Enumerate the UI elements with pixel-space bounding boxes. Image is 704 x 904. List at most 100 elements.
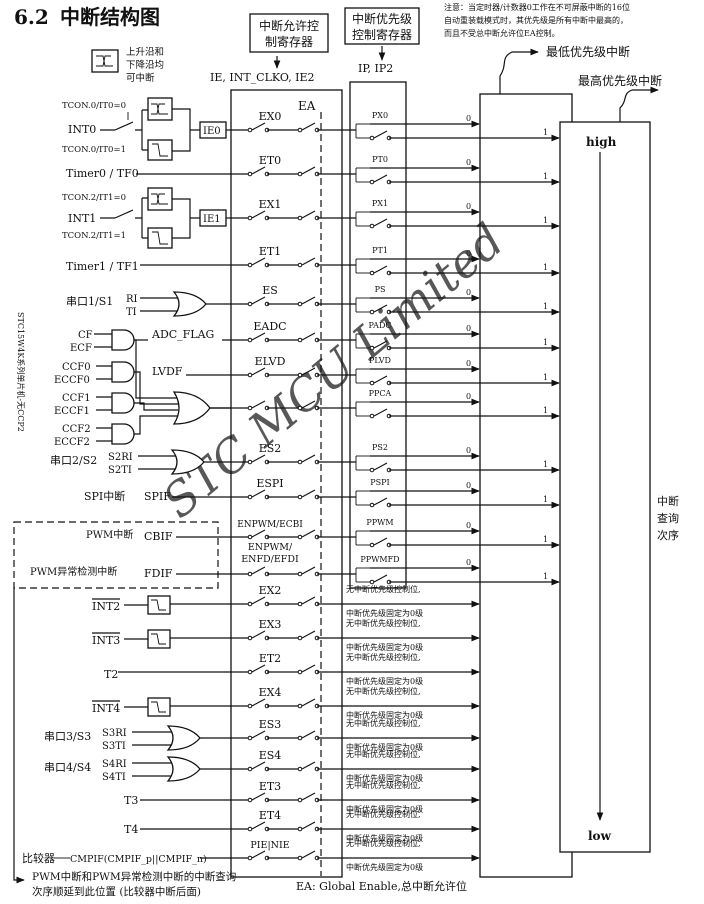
- priority-switch: [373, 130, 388, 139]
- enable-register-title: 中断允许控: [259, 18, 319, 33]
- enable-bit-label: EADC: [253, 320, 286, 333]
- fixed-priority-note: 无中断优先级控制位,: [346, 652, 421, 662]
- bit-zero-label: 0: [466, 558, 471, 567]
- falling-edge-icon: [151, 701, 166, 713]
- bit-one-label: 1: [543, 460, 548, 469]
- ea-switch-contact: [297, 127, 303, 133]
- priority-switch-contact: [369, 413, 375, 419]
- ea-switch-contact: [297, 262, 303, 268]
- timer0-label: Timer0 / TF0: [66, 167, 139, 180]
- high-priority-label: 最高优先级中断: [578, 73, 662, 88]
- enable-register-box: [230, 89, 343, 878]
- uart1-label: 串口1/S1: [66, 295, 113, 308]
- priority-bit-label: PLVD: [369, 356, 391, 365]
- enable-switch-contact: [247, 372, 253, 378]
- tcon2-it1-1-label: TCON.2/IT1=1: [62, 231, 126, 241]
- bit-zero-label: 0: [466, 324, 471, 333]
- int4-label: INT4: [92, 702, 120, 715]
- edge-trigger-legend-box: [91, 49, 119, 73]
- uart4-ri-label: S4RI: [102, 759, 127, 770]
- bit-one-label: 1: [543, 302, 548, 311]
- ea-switch: [301, 367, 316, 376]
- uart2-ri-label: S2RI: [108, 452, 133, 463]
- note-line: 而且不受总中断允许位EA控制。: [444, 28, 560, 38]
- ea-switch-contact: [297, 703, 303, 709]
- ea-switch: [301, 566, 316, 575]
- enable-bit-label: ES: [262, 284, 278, 297]
- priority-switch-contact: [369, 502, 375, 508]
- ea-switch-contact: [297, 494, 303, 500]
- note-block: 注意：当定时器/计数器0工作在不可屏蔽中断的16位 自动重装载模式时，其优先级是…: [444, 2, 630, 38]
- spi-label: SPI中断: [84, 489, 125, 503]
- enable-switch-contact: [247, 494, 253, 500]
- pca-input-label: ECCF1: [54, 406, 90, 417]
- uart1-ri-label: RI: [126, 294, 138, 305]
- note-line: 注意：当定时器/计数器0工作在不可屏蔽中断的16位: [444, 2, 630, 12]
- fixed-priority-note: 无中断优先级控制位,: [346, 584, 421, 594]
- enable-register-title: 制寄存器: [265, 34, 313, 49]
- bit-zero-label: 0: [466, 249, 471, 258]
- enable-switch: [251, 664, 266, 673]
- enable-switch-contact: [247, 855, 253, 861]
- fixed-priority-note: 无中断优先级控制位,: [346, 686, 421, 696]
- falling-edge-icon: [151, 599, 166, 611]
- priority-switch: [373, 574, 388, 583]
- bit-zero-label: 0: [466, 446, 471, 455]
- pwm-label: PWM中断: [86, 528, 133, 541]
- bit-zero-label: 0: [466, 481, 471, 490]
- fixed-priority-note: 中断优先级固定为0级: [346, 642, 423, 652]
- enable-bit-label: ET2: [259, 652, 281, 665]
- enable-switch-contact: [247, 571, 253, 577]
- enable-switch-contact: [247, 703, 253, 709]
- ea-switch: [301, 454, 316, 463]
- fixed-priority-note: 无中断优先级控制位,: [346, 780, 421, 790]
- enable-switch: [251, 166, 266, 175]
- uart2-label: 串口2/S2: [50, 454, 97, 467]
- uart3-ti-label: S3TI: [102, 741, 126, 752]
- priority-bit-label: PT0: [372, 155, 388, 164]
- enable-bit-label: EX2: [259, 584, 282, 597]
- high-priority-output: [619, 86, 659, 122]
- query-order-label: 次序: [657, 528, 679, 542]
- fixed-priority-note: 中断优先级固定为0级: [346, 608, 423, 618]
- priority-switch-contact: [369, 467, 375, 473]
- enable-switch-contact: [247, 459, 253, 465]
- ea-switch: [301, 332, 316, 341]
- legend-text: 下降沿均: [126, 59, 164, 71]
- enable-switch: [251, 257, 266, 266]
- int0-flag-label: IE0: [203, 126, 221, 137]
- enable-switch: [251, 792, 266, 801]
- enable-switch: [251, 454, 266, 463]
- priority-bit-label: PADC: [369, 321, 392, 330]
- fixed-priority-note: 无中断优先级控制位,: [346, 838, 421, 848]
- bit-zero-label: 0: [466, 392, 471, 401]
- ea-switch-contact: [297, 171, 303, 177]
- bit-zero-label: 0: [466, 288, 471, 297]
- priority-register-title: 控制寄存器: [352, 27, 412, 42]
- enable-switch: [251, 698, 266, 707]
- and-gate: [111, 329, 135, 351]
- priority-bit-label: PPWM: [366, 518, 393, 527]
- bit-one-label: 1: [543, 128, 548, 137]
- ea-switch-contact: [297, 215, 303, 221]
- priority-bit-label: PPWMFD: [360, 555, 399, 564]
- comparator-flag-label: CMPIF(CMPIF_p||CMPIF_n): [70, 854, 207, 865]
- priority-switch: [373, 497, 388, 506]
- query-order-label: 查询: [657, 511, 679, 525]
- pca-input-label: ECCF2: [54, 437, 90, 448]
- ea-switch-contact: [297, 459, 303, 465]
- spi-flag-label: SPIF: [144, 490, 171, 503]
- enable-switch: [251, 210, 266, 219]
- priority-switch: [373, 174, 388, 183]
- adc-flag-label: ADC_FLAG: [151, 328, 214, 341]
- ea-switch: [301, 761, 316, 770]
- enable-switch: [251, 296, 266, 305]
- bit-one-label: 1: [543, 263, 548, 272]
- enable-switch: [251, 529, 266, 538]
- fixed-priority-note: 中断优先级固定为0级: [346, 742, 423, 752]
- enable-bit-label: ES2: [259, 442, 282, 455]
- adc-cf-label: CF: [78, 330, 93, 341]
- int3-label: INT3: [92, 634, 120, 647]
- comparator-label: 比较器: [22, 851, 55, 865]
- pwmfd-label: PWM异常检测中断: [30, 565, 117, 578]
